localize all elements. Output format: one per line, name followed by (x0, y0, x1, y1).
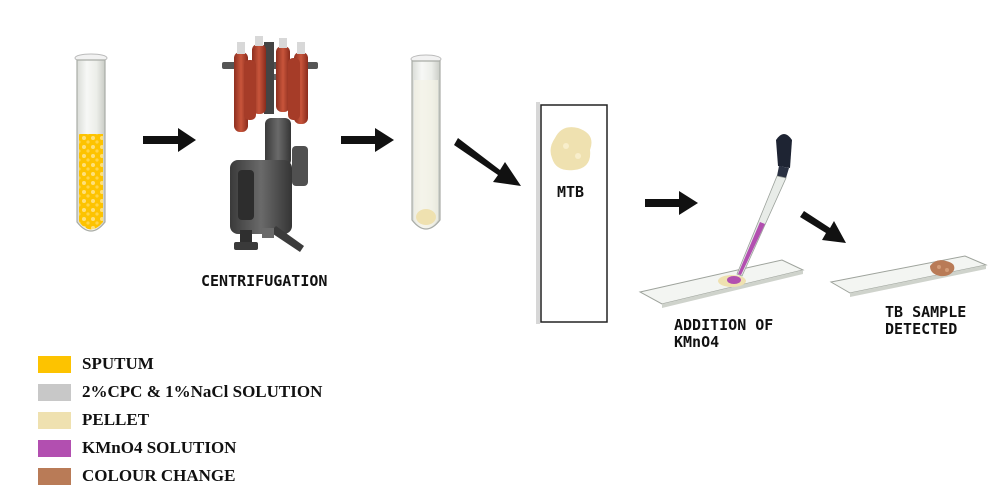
result-slide (829, 255, 988, 297)
arrow-to-result (800, 211, 846, 243)
legend-label: SPUTUM (82, 354, 154, 373)
centrifugation-label: CENTRIFUGATION (201, 272, 327, 290)
legend-label: PELLET (82, 410, 150, 429)
colour-change-spot (930, 260, 955, 277)
sputum-test-tube (74, 53, 108, 232)
legend-label: KMnO4 SOLUTION (82, 438, 237, 457)
pellet-test-tube (410, 54, 442, 230)
centrifuge-tubes (234, 36, 308, 132)
sputum-fill (79, 134, 103, 230)
kmno4-drop (727, 276, 741, 284)
mtb-slide (536, 102, 608, 324)
mtb-smear (550, 127, 592, 171)
legend-swatch (38, 384, 71, 401)
arrow-to-kmno4 (645, 191, 698, 215)
centrifuge-machine (222, 36, 318, 252)
arrow-to-centrifuge (143, 128, 196, 152)
detected-label-line1: TB SAMPLE (885, 303, 966, 321)
legend-swatch (38, 356, 71, 373)
dropper-icon (736, 134, 792, 277)
addition-label-line2: KMnO4 (674, 333, 719, 351)
legend-swatch (38, 412, 71, 429)
legend-label: 2%CPC & 1%NaCl SOLUTION (82, 382, 323, 401)
detected-label-line2: DETECTED (885, 320, 957, 338)
addition-label-line1: ADDITION OF (674, 316, 773, 334)
legend-label: COLOUR CHANGE (82, 466, 236, 485)
pellet-blob (416, 209, 436, 225)
kmno4-addition (638, 134, 805, 308)
mtb-label: MTB (557, 183, 584, 201)
legend-swatch (38, 468, 71, 485)
legend-swatch (38, 440, 71, 457)
arrow-to-pellet-tube (341, 128, 394, 152)
arrow-to-slide (454, 138, 521, 186)
